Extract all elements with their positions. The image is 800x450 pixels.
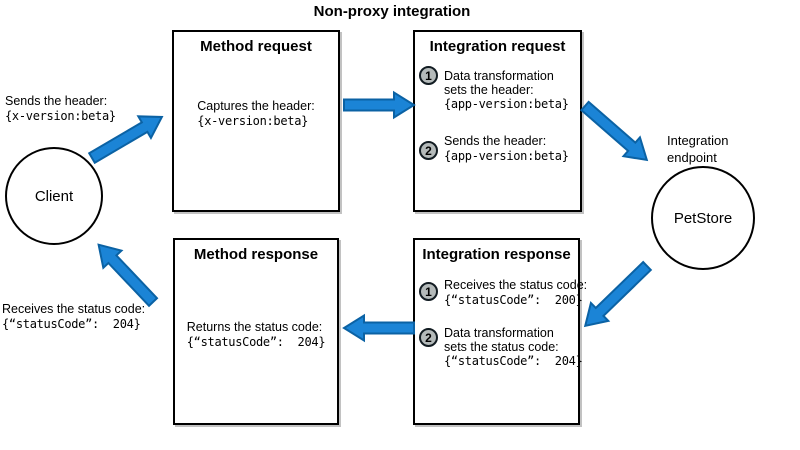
step-number-badge: 1 xyxy=(419,282,438,301)
body-line-code: {x-version:beta} xyxy=(197,113,309,128)
arrow-method-request-to-integration-request xyxy=(343,90,416,120)
client-node: Client xyxy=(5,147,103,245)
caption-line: endpoint xyxy=(667,149,717,165)
body-line: Captures the header: xyxy=(197,99,315,113)
integration-request-step-1: 1 Data transformation sets the header: {… xyxy=(419,66,569,111)
box-title: Method response xyxy=(193,246,319,263)
integration-response-step-2: 2 Data transformation sets the status co… xyxy=(419,325,583,368)
step-number-badge: 2 xyxy=(419,141,438,160)
method-response-box: Method response Returns the status code:… xyxy=(173,238,339,425)
note-line: Receives the status code: xyxy=(2,302,146,316)
step-line: sets the header: xyxy=(444,82,534,97)
body-line: Returns the status code: xyxy=(186,320,323,334)
caption-line: Integration xyxy=(667,133,729,148)
client-request-note: Sends the header: {x-version:beta} xyxy=(5,94,116,123)
note-line: Sends the header: xyxy=(5,94,108,108)
body-line-code: {“statusCode”: 204} xyxy=(186,334,326,349)
method-request-body: Captures the header: {x-version:beta} xyxy=(174,99,338,128)
method-request-box: Method request Captures the header: {x-v… xyxy=(172,30,340,212)
method-response-body: Returns the status code: {“statusCode”: … xyxy=(175,320,337,349)
diagram-title: Non-proxy integration xyxy=(313,3,471,20)
petstore-node: PetStore xyxy=(651,166,755,270)
client-label: Client xyxy=(34,187,74,205)
step-line-code: {app-version:beta} xyxy=(444,148,569,163)
box-title: Method request xyxy=(200,38,312,55)
integration-request-step-2: 2 Sends the header: {app-version:beta} xyxy=(419,134,569,163)
step-line-code: {“statusCode”: 204} xyxy=(444,354,583,368)
step-line-code: {“statusCode”: 200} xyxy=(444,292,583,307)
step-line: Data transformation xyxy=(444,69,554,83)
step-number-badge: 1 xyxy=(419,66,438,85)
arrow-integration-request-to-endpoint xyxy=(579,100,649,162)
integration-response-box: Integration response 1 Receives the stat… xyxy=(413,238,587,425)
step-line: sets the status code: xyxy=(444,339,559,354)
integration-request-box: Integration request 1 Data transformatio… xyxy=(413,30,582,212)
step-line: Data transformation xyxy=(444,326,554,340)
step-line: Sends the header: xyxy=(444,134,547,148)
integration-endpoint-caption: Integration endpoint xyxy=(667,133,728,166)
box-title: Integration response xyxy=(422,246,571,263)
step-line-code: {app-version:beta} xyxy=(444,97,569,111)
petstore-label: PetStore xyxy=(673,209,733,227)
client-response-note: Receives the status code: {“statusCode”:… xyxy=(2,302,146,331)
note-line-code: {x-version:beta} xyxy=(5,108,116,123)
box-title: Integration request xyxy=(429,38,566,55)
arrow-integration-response-to-method-response xyxy=(342,313,415,343)
integration-response-step-1: 1 Receives the status code: {“statusCode… xyxy=(419,278,588,307)
note-line-code: {“statusCode”: 204} xyxy=(2,316,141,331)
step-number-badge: 2 xyxy=(419,328,438,347)
step-line: Receives the status code: xyxy=(444,278,588,292)
